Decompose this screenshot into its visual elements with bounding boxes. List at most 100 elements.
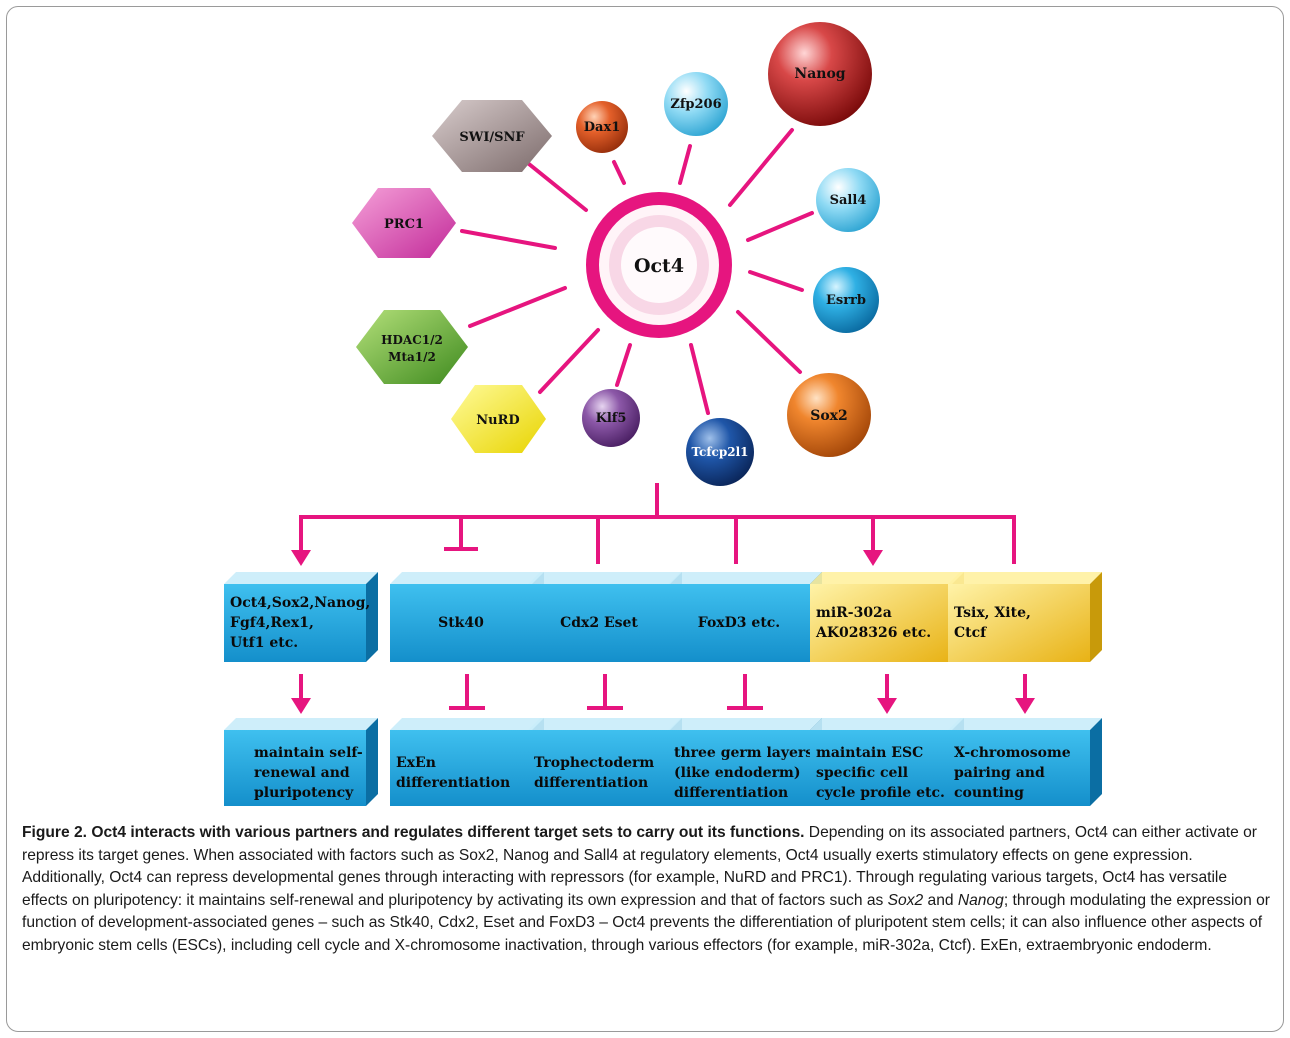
outcome-box-1-line-3: pluripotency — [254, 785, 354, 801]
outcome-box-4: three germ layers (like endoderm) differen… — [668, 718, 822, 806]
spoke-esrrb — [748, 270, 804, 292]
outcome-box-5-line-2: specific cell — [816, 765, 908, 781]
spoke-klf5 — [615, 343, 632, 387]
partner-nanog: Nanog — [768, 22, 872, 126]
target-box-1-line-3: Utf1 etc. — [230, 635, 298, 651]
spoke-tcfcp2l1 — [689, 343, 710, 415]
prc1-label: PRC1 — [384, 217, 424, 232]
spoke-hdac — [468, 286, 567, 328]
target-box-4: FoxD3 etc. — [668, 572, 822, 662]
spoke-swisnf — [522, 158, 588, 212]
spoke-sox2 — [736, 310, 802, 374]
partner-tcfcp2l1: Tcfcp2l1 — [686, 418, 754, 486]
tcfcp2l1-label: Tcfcp2l1 — [692, 445, 749, 459]
spoke-sall4 — [746, 211, 814, 242]
outcome-box-3-line-2: differentiation — [534, 775, 648, 791]
outcome-connector-1 — [291, 674, 311, 714]
outcome-connector-4 — [727, 674, 763, 710]
outcome-box-6-line-1: X-chromosome — [954, 745, 1071, 761]
target-box-5-line-1: miR-302a — [816, 605, 892, 621]
spoke-nurd — [538, 328, 600, 394]
figure-frame — [6, 6, 1284, 1032]
zfp206-label: Zfp206 — [670, 97, 721, 112]
partner-sox2: Sox2 — [787, 373, 871, 457]
spokes — [460, 128, 814, 415]
activate-arrow-1 — [291, 550, 311, 566]
outcome-box-6-line-3: counting — [954, 785, 1024, 801]
hdac-label-line1: HDAC1/2 — [381, 333, 443, 347]
outcome-box-4-line-3: differentiation — [674, 785, 788, 801]
outcome-connector-2 — [449, 674, 485, 710]
outcome-box-5-line-3: cycle profile etc. — [816, 785, 945, 801]
partner-esrrb: Esrrb — [813, 267, 879, 333]
dax1-label: Dax1 — [584, 120, 621, 135]
target-box-2-line-1: Stk40 — [438, 615, 484, 631]
nurd-label: NuRD — [476, 413, 519, 428]
target-box-3: Cdx2 Eset — [528, 572, 682, 662]
figure-caption: Figure 2. Oct4 interacts with various pa… — [22, 822, 1272, 957]
outcome-box-4-line-1: three germ layers — [674, 745, 813, 761]
outcome-box-5: maintain ESC specific cell cycle profile e… — [810, 718, 964, 806]
partner-sall4: Sall4 — [816, 168, 880, 232]
caption-text-1: Depending on its associated partners, Oc… — [22, 824, 1257, 909]
target-box-5-line-2: AK028326 etc. — [815, 625, 931, 641]
target-boxes: Oct4,Sox2,Nanog, Fgf4,Rex1, Utf1 etc. Stk40… — [224, 572, 1102, 662]
outcome-box-1-line-2: renewal and — [254, 765, 350, 781]
target-box-6-line-1: Tsix, Xite, — [954, 605, 1031, 621]
outcome-box-1-line-1: maintain self- — [254, 745, 363, 761]
esrrb-label: Esrrb — [826, 293, 866, 308]
spoke-prc1 — [460, 229, 557, 250]
outcome-box-4-line-2: (like endoderm) — [674, 765, 800, 781]
target-box-4-line-1: FoxD3 etc. — [698, 615, 780, 631]
target-box-1: Oct4,Sox2,Nanog, Fgf4,Rex1, Utf1 etc. — [224, 572, 378, 662]
target-box-1-line-2: Fgf4,Rex1, — [230, 615, 314, 631]
outcome-boxes: maintain self-renewal and pluripotency ExE… — [224, 718, 1102, 806]
outcome-connector-5 — [877, 674, 897, 714]
klf5-label: Klf5 — [596, 411, 627, 426]
partner-swisnf: SWI/SNF — [432, 100, 552, 172]
nanog-label: Nanog — [794, 66, 845, 82]
target-box-2: Stk40 — [390, 572, 544, 662]
sox2-label: Sox2 — [810, 408, 848, 424]
outcome-connector-3 — [587, 674, 623, 710]
outcome-connector-6 — [1015, 674, 1035, 714]
outcome-box-6: X-chromosome pairing and counting — [948, 718, 1102, 806]
outcome-box-2-line-1: ExEn — [396, 755, 436, 771]
swisnf-label: SWI/SNF — [459, 130, 525, 145]
caption-gene-sox2: Sox2 — [887, 891, 924, 909]
spoke-dax1 — [612, 160, 626, 185]
caption-title: Figure 2. Oct4 interacts with various pa… — [22, 824, 805, 841]
branch-connectors — [299, 483, 1016, 564]
outcome-box-1: maintain self-renewal and pluripotency — [224, 718, 378, 806]
partner-dax1: Dax1 — [576, 101, 628, 153]
spoke-nanog — [728, 128, 794, 207]
oct4-network-diagram: Oct4 Nanog Zfp206 Dax1 Sall4 Esrrb Sox2 … — [224, 22, 1102, 806]
caption-text-2: and — [923, 891, 958, 909]
outcome-box-3: Trophectoderm differentiation — [528, 718, 682, 806]
sall4-label: Sall4 — [830, 193, 867, 208]
caption-text-3: ; through modulating the expression or f… — [22, 891, 1270, 954]
outcome-box-6-line-2: pairing and — [954, 765, 1045, 781]
target-box-6: Tsix, Xite, Ctcf — [948, 572, 1102, 662]
outcome-box-5-line-1: maintain ESC — [816, 745, 923, 761]
activate-arrow-5 — [863, 550, 883, 566]
outcome-box-2-line-2: differentiation — [396, 775, 510, 791]
spoke-zfp206 — [678, 144, 692, 185]
branch-heads — [291, 547, 883, 566]
partner-klf5: Klf5 — [582, 389, 640, 447]
partner-hdac: HDAC1/2 Mta1/2 — [356, 310, 468, 384]
caption-gene-nanog: Nanog — [957, 891, 1004, 909]
target-box-3-line-1: Cdx2 Eset — [560, 615, 638, 631]
partner-nurd: NuRD — [451, 385, 546, 453]
partner-zfp206: Zfp206 — [664, 72, 728, 136]
outcome-box-3-line-1: Trophectoderm — [534, 755, 654, 771]
target-box-1-line-1: Oct4,Sox2,Nanog, — [230, 595, 370, 611]
outcome-box-2: ExEn differentiation — [390, 718, 544, 806]
partner-prc1: PRC1 — [352, 188, 456, 258]
hdac-label-line2: Mta1/2 — [388, 350, 436, 364]
oct4-label: Oct4 — [634, 255, 684, 277]
target-box-6-line-2: Ctcf — [954, 625, 987, 641]
outcome-connectors — [291, 674, 1035, 714]
oct4-node: Oct4 — [586, 192, 732, 338]
